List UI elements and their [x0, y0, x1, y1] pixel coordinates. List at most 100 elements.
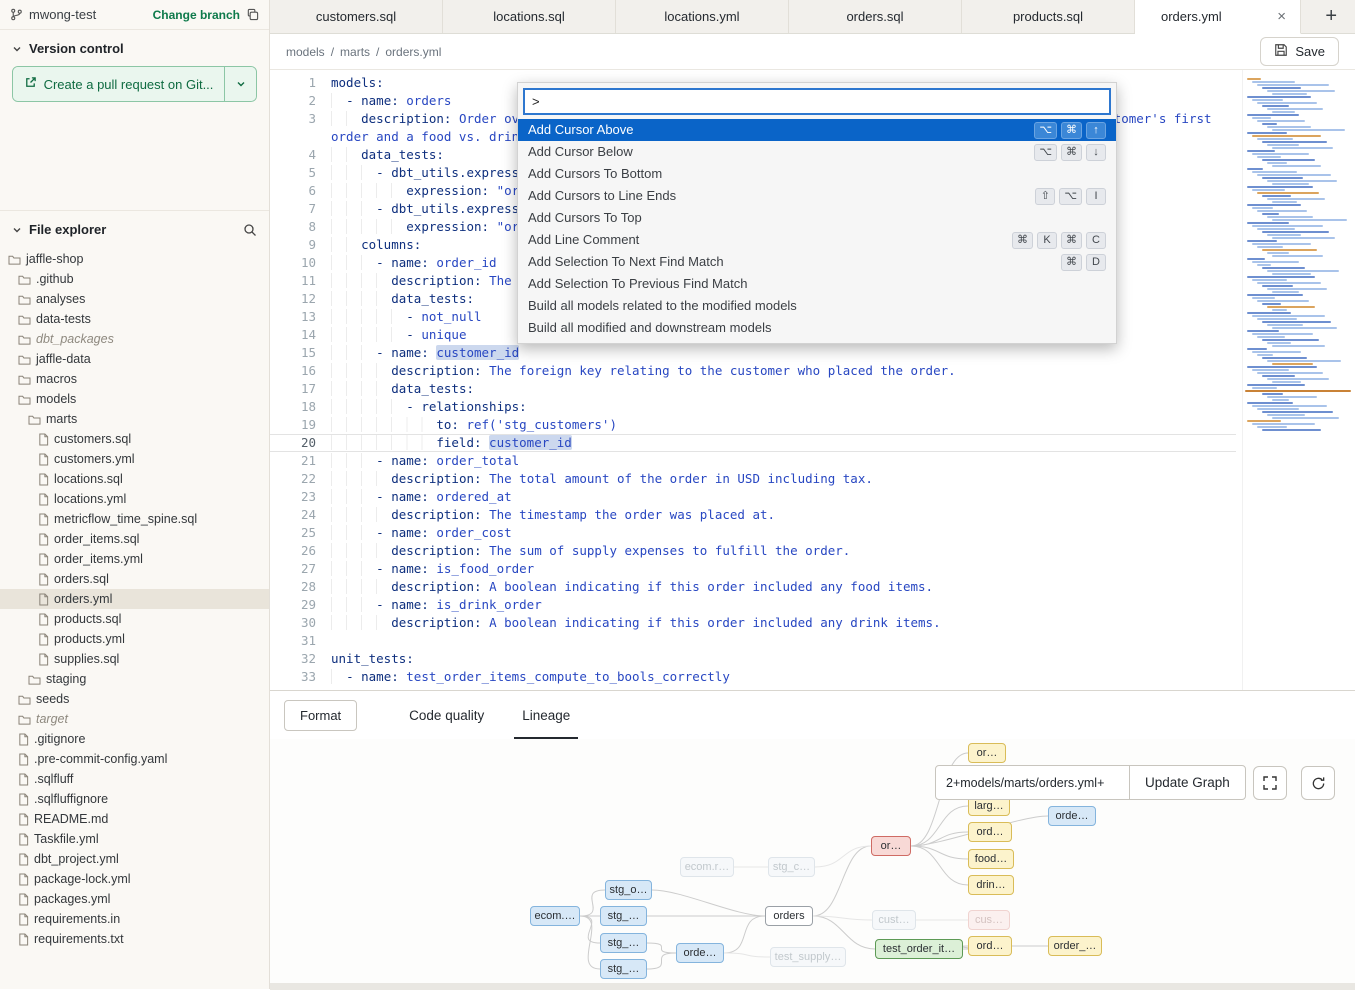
file-tree-item[interactable]: models [0, 389, 269, 409]
file-tree-item[interactable]: metricflow_time_spine.sql [0, 509, 269, 529]
lineage-node[interactable]: drin… [968, 875, 1014, 895]
code-line[interactable]: 17 data_tests: [270, 380, 1236, 398]
palette-item[interactable]: Build all modified and downstream models [518, 317, 1116, 339]
file-tree-item[interactable]: orders.sql [0, 569, 269, 589]
code-line[interactable]: 2 - name: orders [270, 92, 1236, 110]
editor-tab[interactable]: orders.yml× [1135, 0, 1301, 34]
file-tree-item[interactable]: requirements.in [0, 909, 269, 929]
palette-item[interactable]: Add Cursor Below⌥⌘↓ [518, 141, 1116, 163]
file-tree-item[interactable]: order_items.sql [0, 529, 269, 549]
palette-item[interactable]: Add Line Comment⌘K⌘C [518, 229, 1116, 251]
lineage-node[interactable]: stg_… [600, 959, 647, 979]
lineage-node[interactable]: stg_c… [768, 857, 815, 877]
lineage-node[interactable]: ord… [968, 936, 1012, 956]
lineage-node[interactable]: food… [968, 849, 1014, 869]
code-line[interactable]: 15 - name: customer_id [270, 344, 1236, 362]
file-tree-item[interactable]: order_items.yml [0, 549, 269, 569]
file-tree-item[interactable]: macros [0, 369, 269, 389]
file-tree-item[interactable]: analyses [0, 289, 269, 309]
fullscreen-button[interactable] [1253, 766, 1287, 800]
lineage-node[interactable]: stg_… [600, 933, 647, 953]
minimap[interactable] [1242, 70, 1355, 690]
file-tree-item[interactable]: packages.yml [0, 889, 269, 909]
breadcrumb-item[interactable]: models [286, 44, 325, 59]
file-explorer-header[interactable]: File explorer [0, 211, 269, 245]
code-line[interactable]: 9 columns: [270, 236, 1236, 254]
file-tree-item[interactable]: customers.sql [0, 429, 269, 449]
palette-item[interactable]: Add Cursor Above⌥⌘↑ [518, 119, 1116, 141]
code-line[interactable]: 31 [270, 632, 1236, 650]
file-tree-item[interactable]: jaffle-shop [0, 249, 269, 269]
code-line[interactable]: 13 - not_null [270, 308, 1236, 326]
editor-tab[interactable]: products.sql [962, 0, 1135, 33]
lineage-node[interactable]: ecom.… [530, 906, 580, 926]
close-icon[interactable]: × [1277, 8, 1286, 25]
create-pr-button[interactable]: Create a pull request on Git... [13, 67, 224, 101]
format-button[interactable]: Format [284, 699, 358, 731]
create-pr-dropdown-button[interactable] [224, 67, 256, 101]
file-tree-item[interactable]: orders.yml [0, 589, 269, 609]
file-tree-item[interactable]: .gitignore [0, 729, 269, 749]
change-branch-link[interactable]: Change branch [152, 7, 240, 22]
file-tree-item[interactable]: target [0, 709, 269, 729]
code-line[interactable]: 26 description: The sum of supply expens… [270, 542, 1236, 560]
code-line[interactable]: 29 - name: is_drink_order [270, 596, 1236, 614]
file-tree-item[interactable]: seeds [0, 689, 269, 709]
lineage-selector-input[interactable]: 2+models/marts/orders.yml+ [935, 765, 1130, 800]
file-tree-item[interactable]: jaffle-data [0, 349, 269, 369]
code-line[interactable]: 10 - name: order_id [270, 254, 1236, 272]
new-tab-button[interactable]: + [1317, 5, 1345, 28]
lineage-node[interactable]: ord… [968, 822, 1012, 842]
breadcrumb-item[interactable]: orders.yml [385, 44, 442, 59]
bottom-tab-code-quality[interactable]: Code quality [409, 707, 485, 723]
file-tree-item[interactable]: .github [0, 269, 269, 289]
file-tree-item[interactable]: dbt_packages [0, 329, 269, 349]
horizontal-scrollbar[interactable] [270, 983, 1355, 990]
lineage-canvas[interactable]: ecom.… stg_o… stg_… stg_… stg_… orde… orders or… [270, 739, 1355, 983]
file-tree-item[interactable]: package-lock.yml [0, 869, 269, 889]
version-control-header[interactable]: Version control [0, 30, 269, 64]
lineage-node[interactable]: ecom.r… [680, 857, 734, 877]
code-line[interactable]: 19 to: ref('stg_customers') [270, 416, 1236, 434]
update-graph-button[interactable]: Update Graph [1129, 765, 1246, 800]
code-line[interactable]: 14 - unique [270, 326, 1236, 344]
file-tree-item[interactable]: locations.yml [0, 489, 269, 509]
file-tree-item[interactable]: Taskfile.yml [0, 829, 269, 849]
file-tree-item[interactable]: README.md [0, 809, 269, 829]
file-tree-item[interactable]: .sqlfluff [0, 769, 269, 789]
file-tree-item[interactable]: locations.sql [0, 469, 269, 489]
palette-item[interactable]: Add Cursors To Top [518, 207, 1116, 229]
file-tree-item[interactable]: .sqlfluffignore [0, 789, 269, 809]
lineage-node[interactable]: test_supply… [770, 947, 846, 967]
editor-tab[interactable]: customers.sql [270, 0, 443, 33]
file-tree-item[interactable]: marts [0, 409, 269, 429]
file-tree-item[interactable]: products.sql [0, 609, 269, 629]
code-line[interactable]: 16 description: The foreign key relating… [270, 362, 1236, 380]
code-line[interactable]: 24 description: The timestamp the order … [270, 506, 1236, 524]
code-line[interactable]: 22 description: The total amount of the … [270, 470, 1236, 488]
file-tree-item[interactable]: requirements.txt [0, 929, 269, 949]
palette-item[interactable]: Build all models related to the modified… [518, 295, 1116, 317]
code-line[interactable]: 12 data_tests: [270, 290, 1236, 308]
lineage-node[interactable]: cust… [872, 910, 916, 930]
file-tree-item[interactable]: .pre-commit-config.yaml [0, 749, 269, 769]
lineage-node[interactable]: stg_o… [605, 880, 652, 900]
lineage-node[interactable]: orders [765, 906, 813, 926]
search-icon[interactable] [243, 223, 257, 237]
code-line[interactable]: 27 - name: is_food_order [270, 560, 1236, 578]
copy-branch-icon[interactable] [246, 8, 259, 21]
bottom-tab-lineage[interactable]: Lineage [514, 691, 579, 739]
lineage-node[interactable]: stg_… [600, 906, 647, 926]
code-line[interactable]: 25 - name: order_cost [270, 524, 1236, 542]
lineage-node[interactable]: or… [871, 836, 911, 856]
code-line[interactable]: 30 description: A boolean indicating if … [270, 614, 1236, 632]
code-line[interactable]: 21 - name: order_total [270, 452, 1236, 470]
file-tree-item[interactable]: products.yml [0, 629, 269, 649]
lineage-node[interactable]: orde… [1048, 806, 1096, 826]
lineage-node[interactable]: test_order_it… [875, 939, 963, 959]
file-tree-item[interactable]: dbt_project.yml [0, 849, 269, 869]
palette-item[interactable]: Add Cursors To Bottom [518, 163, 1116, 185]
